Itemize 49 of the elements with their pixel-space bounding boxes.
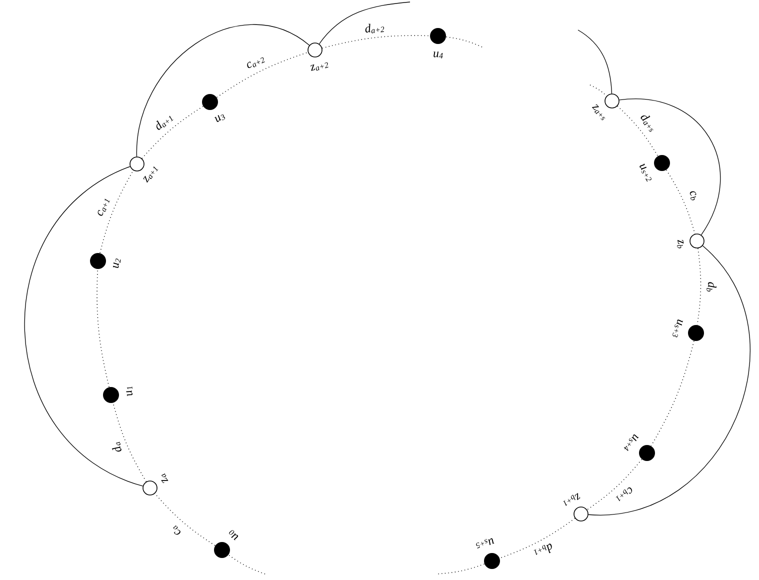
dotted-edge [154, 493, 216, 546]
vertex-label: z$_{b+1}$ [562, 492, 580, 506]
edge-label: d$_{a}$ [112, 442, 122, 452]
dotted-edge [112, 402, 147, 482]
dotted-edge [499, 518, 576, 559]
arc-edge [619, 98, 721, 236]
dotted-edge [322, 35, 430, 49]
arc-edge [24, 166, 144, 486]
edge-label: d$_{a+1}$ [156, 116, 174, 130]
dotted-edge [650, 340, 694, 446]
vertex-label: u$_{s+5}$ [476, 538, 494, 548]
edge-label: d$_{a+2}$ [365, 24, 384, 34]
vertex-label: z$_{b}$ [677, 240, 684, 248]
vertex-label: u$_{4}$ [434, 52, 443, 58]
vertex-label: u$_{s+2}$ [640, 163, 652, 182]
edge-label: c$_{a}$ [172, 525, 180, 535]
vertex-label: u$_{s+4}$ [624, 434, 639, 452]
edge-label: d$_{b+1}$ [534, 544, 552, 556]
dotted-edge [590, 84, 608, 96]
arc-edge [578, 30, 612, 94]
dotted-edge [216, 52, 308, 98]
vertex-label: z$_{a+1}$ [143, 166, 158, 183]
arc-edge [136, 24, 310, 157]
edge-label: c$_{b}$ [690, 191, 696, 200]
edge-label: c$_{b+1}$ [616, 487, 632, 502]
vertex-label: u$_{2}$ [112, 258, 121, 268]
dotted-edge [436, 564, 485, 574]
arc-edge [318, 2, 410, 44]
dotted-edge [96, 268, 110, 388]
vertex-label: u$_{0}$ [229, 530, 238, 540]
vertex-label: z$_{a+s}$ [592, 104, 606, 120]
dotted-edge [617, 106, 658, 156]
dotted-edge [696, 248, 702, 326]
edge-label: d$_{a+s}$ [640, 115, 654, 132]
arc-edge [588, 245, 750, 515]
edge-label: c$_{a+2}$ [247, 57, 265, 68]
dotted-edge [666, 170, 696, 234]
dotted-edge [228, 554, 266, 574]
dotted-edge [142, 106, 204, 159]
vertex-label: u$_{s+3}$ [672, 320, 683, 338]
vertex-label: u$_{1}$ [126, 386, 133, 396]
dotted-edge [100, 170, 134, 254]
dotted-edge [446, 36, 482, 48]
vertex-label: z$_{a+2}$ [310, 62, 328, 71]
vertex-label: u$_{3}$ [214, 114, 226, 122]
edge-label: c$_{a+1}$ [98, 198, 110, 216]
dotted-edge [586, 458, 642, 510]
edge-label: d$_{b}$ [706, 282, 716, 292]
vertex-label: z$_{a}$ [161, 473, 168, 484]
